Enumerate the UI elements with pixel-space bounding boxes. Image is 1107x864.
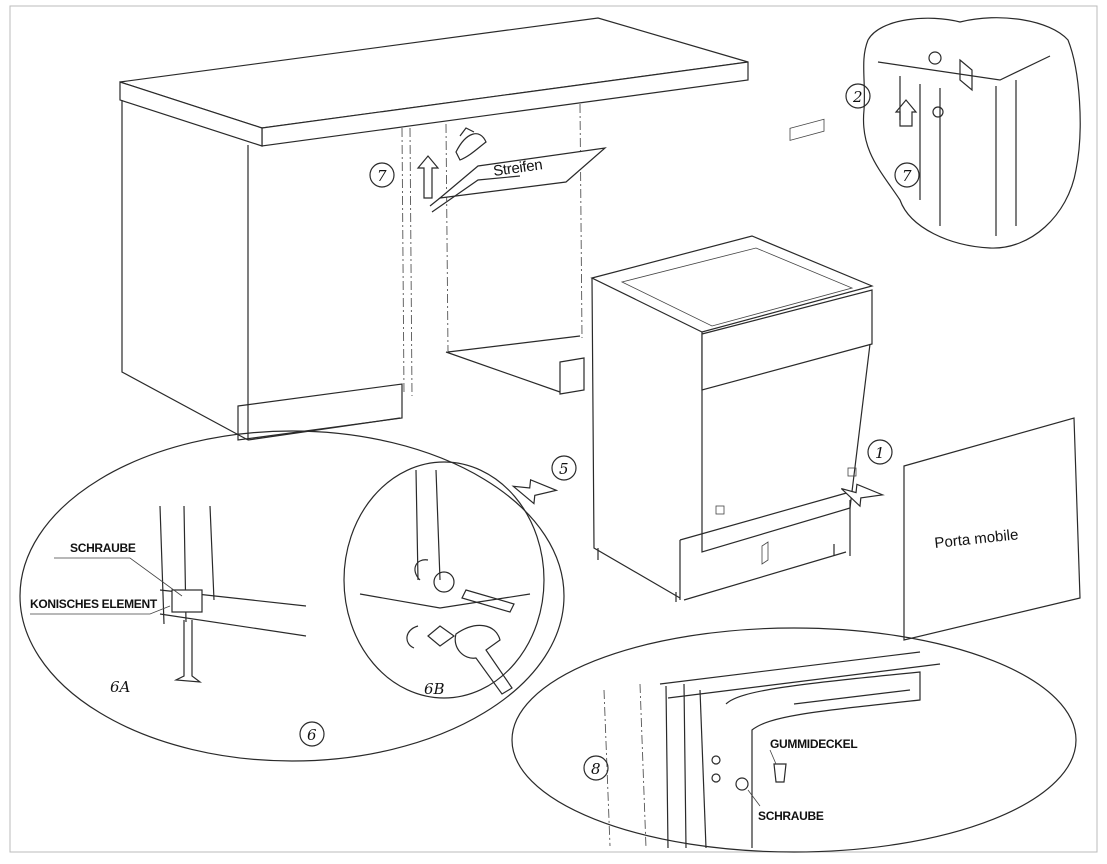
- ellipse-8-outline: [511, 627, 1077, 853]
- dishwasher-niche-left: [409, 127, 413, 397]
- step-7-number: 7: [377, 167, 387, 185]
- door-panel: Porta mobile: [903, 417, 1081, 641]
- 8-rubber-cap: [773, 763, 787, 783]
- door-latch: [761, 541, 769, 565]
- plinth-left: [237, 383, 403, 441]
- dishwasher-niche-right: [445, 123, 449, 353]
- 8-screw: [735, 777, 749, 791]
- 8-door-frame: [665, 683, 687, 849]
- step-2-number: 2: [852, 88, 863, 106]
- detail-screw-mid: [932, 106, 944, 118]
- schraube-right-leader: [747, 789, 761, 807]
- dishwasher-side: [591, 277, 681, 599]
- dishwasher-door: [701, 343, 871, 553]
- panel-display: [789, 118, 825, 141]
- 8-side-line-2: [639, 683, 647, 849]
- label-6a: 6A: [110, 678, 131, 696]
- detail-bracket: [959, 58, 973, 92]
- schraube-label-left: SCHRAUBE: [70, 541, 136, 555]
- detail-front-frame: [995, 80, 1017, 236]
- step-7b-number: 7: [902, 167, 912, 185]
- 8-hole-2: [711, 773, 721, 783]
- 6b-screw: [433, 571, 455, 593]
- 6b-wrench-icon: [454, 624, 513, 695]
- dishwasher-top-inner: [620, 247, 854, 327]
- detail-8-ellipse: GUMMIDECKEL SCHRAUBE 8: [511, 627, 1077, 853]
- 8-inner-highlight: [793, 689, 911, 705]
- countertop-side: [119, 81, 263, 147]
- cabinet-left-side: [121, 100, 249, 441]
- porta-mobile-panel: [903, 417, 1081, 641]
- peel-hand-icon: [455, 133, 487, 161]
- streifen-end: [429, 197, 441, 207]
- step-badge-1: [867, 439, 893, 465]
- door-gap-left: [401, 127, 405, 395]
- page-frame: [9, 5, 1098, 853]
- gummideckel-label: GUMMIDECKEL: [770, 737, 857, 751]
- arrow-5-icon: [511, 478, 559, 505]
- door-hinge-right: [847, 467, 857, 477]
- detail-up-arrow-icon: [894, 99, 918, 127]
- dishwasher: 5 1: [511, 118, 893, 602]
- plinth-right: [559, 357, 585, 395]
- streifen-label: Streifen: [492, 156, 543, 180]
- 8-inner-panel: [725, 671, 921, 848]
- step-6-number: 6: [307, 726, 317, 744]
- detail-top-rail: [877, 55, 1051, 81]
- ellipse-6-outline: [19, 430, 565, 762]
- detail-bracket-view: 2 7: [845, 17, 1081, 249]
- 6b-foot-nut: [427, 625, 456, 647]
- step-1-number: 1: [875, 444, 885, 462]
- schraube-leader: [54, 557, 183, 597]
- right-cabinet-edge: [579, 103, 583, 339]
- dishwasher-top: [590, 235, 874, 333]
- streifen-tail: [431, 175, 521, 213]
- ellipse-6b-outline: [343, 461, 545, 699]
- up-arrow-icon: [416, 155, 440, 199]
- detail-outline: [862, 17, 1081, 249]
- step-badge-7: [369, 162, 395, 188]
- dishwasher-plinth: [679, 491, 851, 600]
- 8-top-rail: [659, 651, 921, 685]
- 6b-floor: [359, 593, 531, 609]
- 6b-rotate-arrow-icon: [414, 559, 429, 581]
- step-badge-8: [583, 755, 609, 781]
- niche-diagonal: [445, 351, 561, 393]
- step-8-number: 8: [591, 760, 601, 778]
- arrow-1-icon: [840, 483, 885, 508]
- step-badge-6: [299, 721, 325, 747]
- kitchen-cabinet: Streifen 7: [119, 17, 749, 441]
- 8-door-edge: [699, 689, 707, 849]
- detail-6-ellipse: SCHRAUBE KONISCHES ELEMENT 6A 6B 6: [19, 430, 565, 762]
- 6b-screwdriver: [461, 589, 515, 613]
- step-5-number: 5: [559, 460, 569, 478]
- dishwasher-base: [683, 551, 847, 601]
- dishwasher-feet: [597, 544, 835, 602]
- niche-floor: [447, 335, 581, 353]
- step-badge-2: [845, 83, 871, 109]
- 6a-screw-block: [171, 589, 203, 613]
- step-badge-5: [551, 455, 577, 481]
- label-6b: 6B: [424, 680, 445, 698]
- detail-screw-top: [928, 51, 942, 65]
- 8-hole-1: [711, 755, 721, 765]
- 6b-leg: [415, 469, 441, 581]
- konisches-label: KONISCHES ELEMENT: [30, 597, 158, 611]
- 8-top-rail-inner: [667, 663, 941, 699]
- control-panel: [701, 289, 873, 391]
- schraube-label-right: SCHRAUBE: [758, 809, 824, 823]
- door-hinge-left: [715, 505, 725, 515]
- detail-side-panel: [899, 76, 941, 226]
- konisches-leader: [30, 605, 171, 615]
- streifen-strip: [438, 147, 607, 199]
- 6b-rotate-arrow-2-icon: [406, 625, 419, 649]
- gummideckel-leader: [769, 749, 777, 765]
- 6a-foot: [173, 620, 203, 683]
- peel-hand-finger: [459, 127, 475, 137]
- step-badge-7b: [894, 162, 920, 188]
